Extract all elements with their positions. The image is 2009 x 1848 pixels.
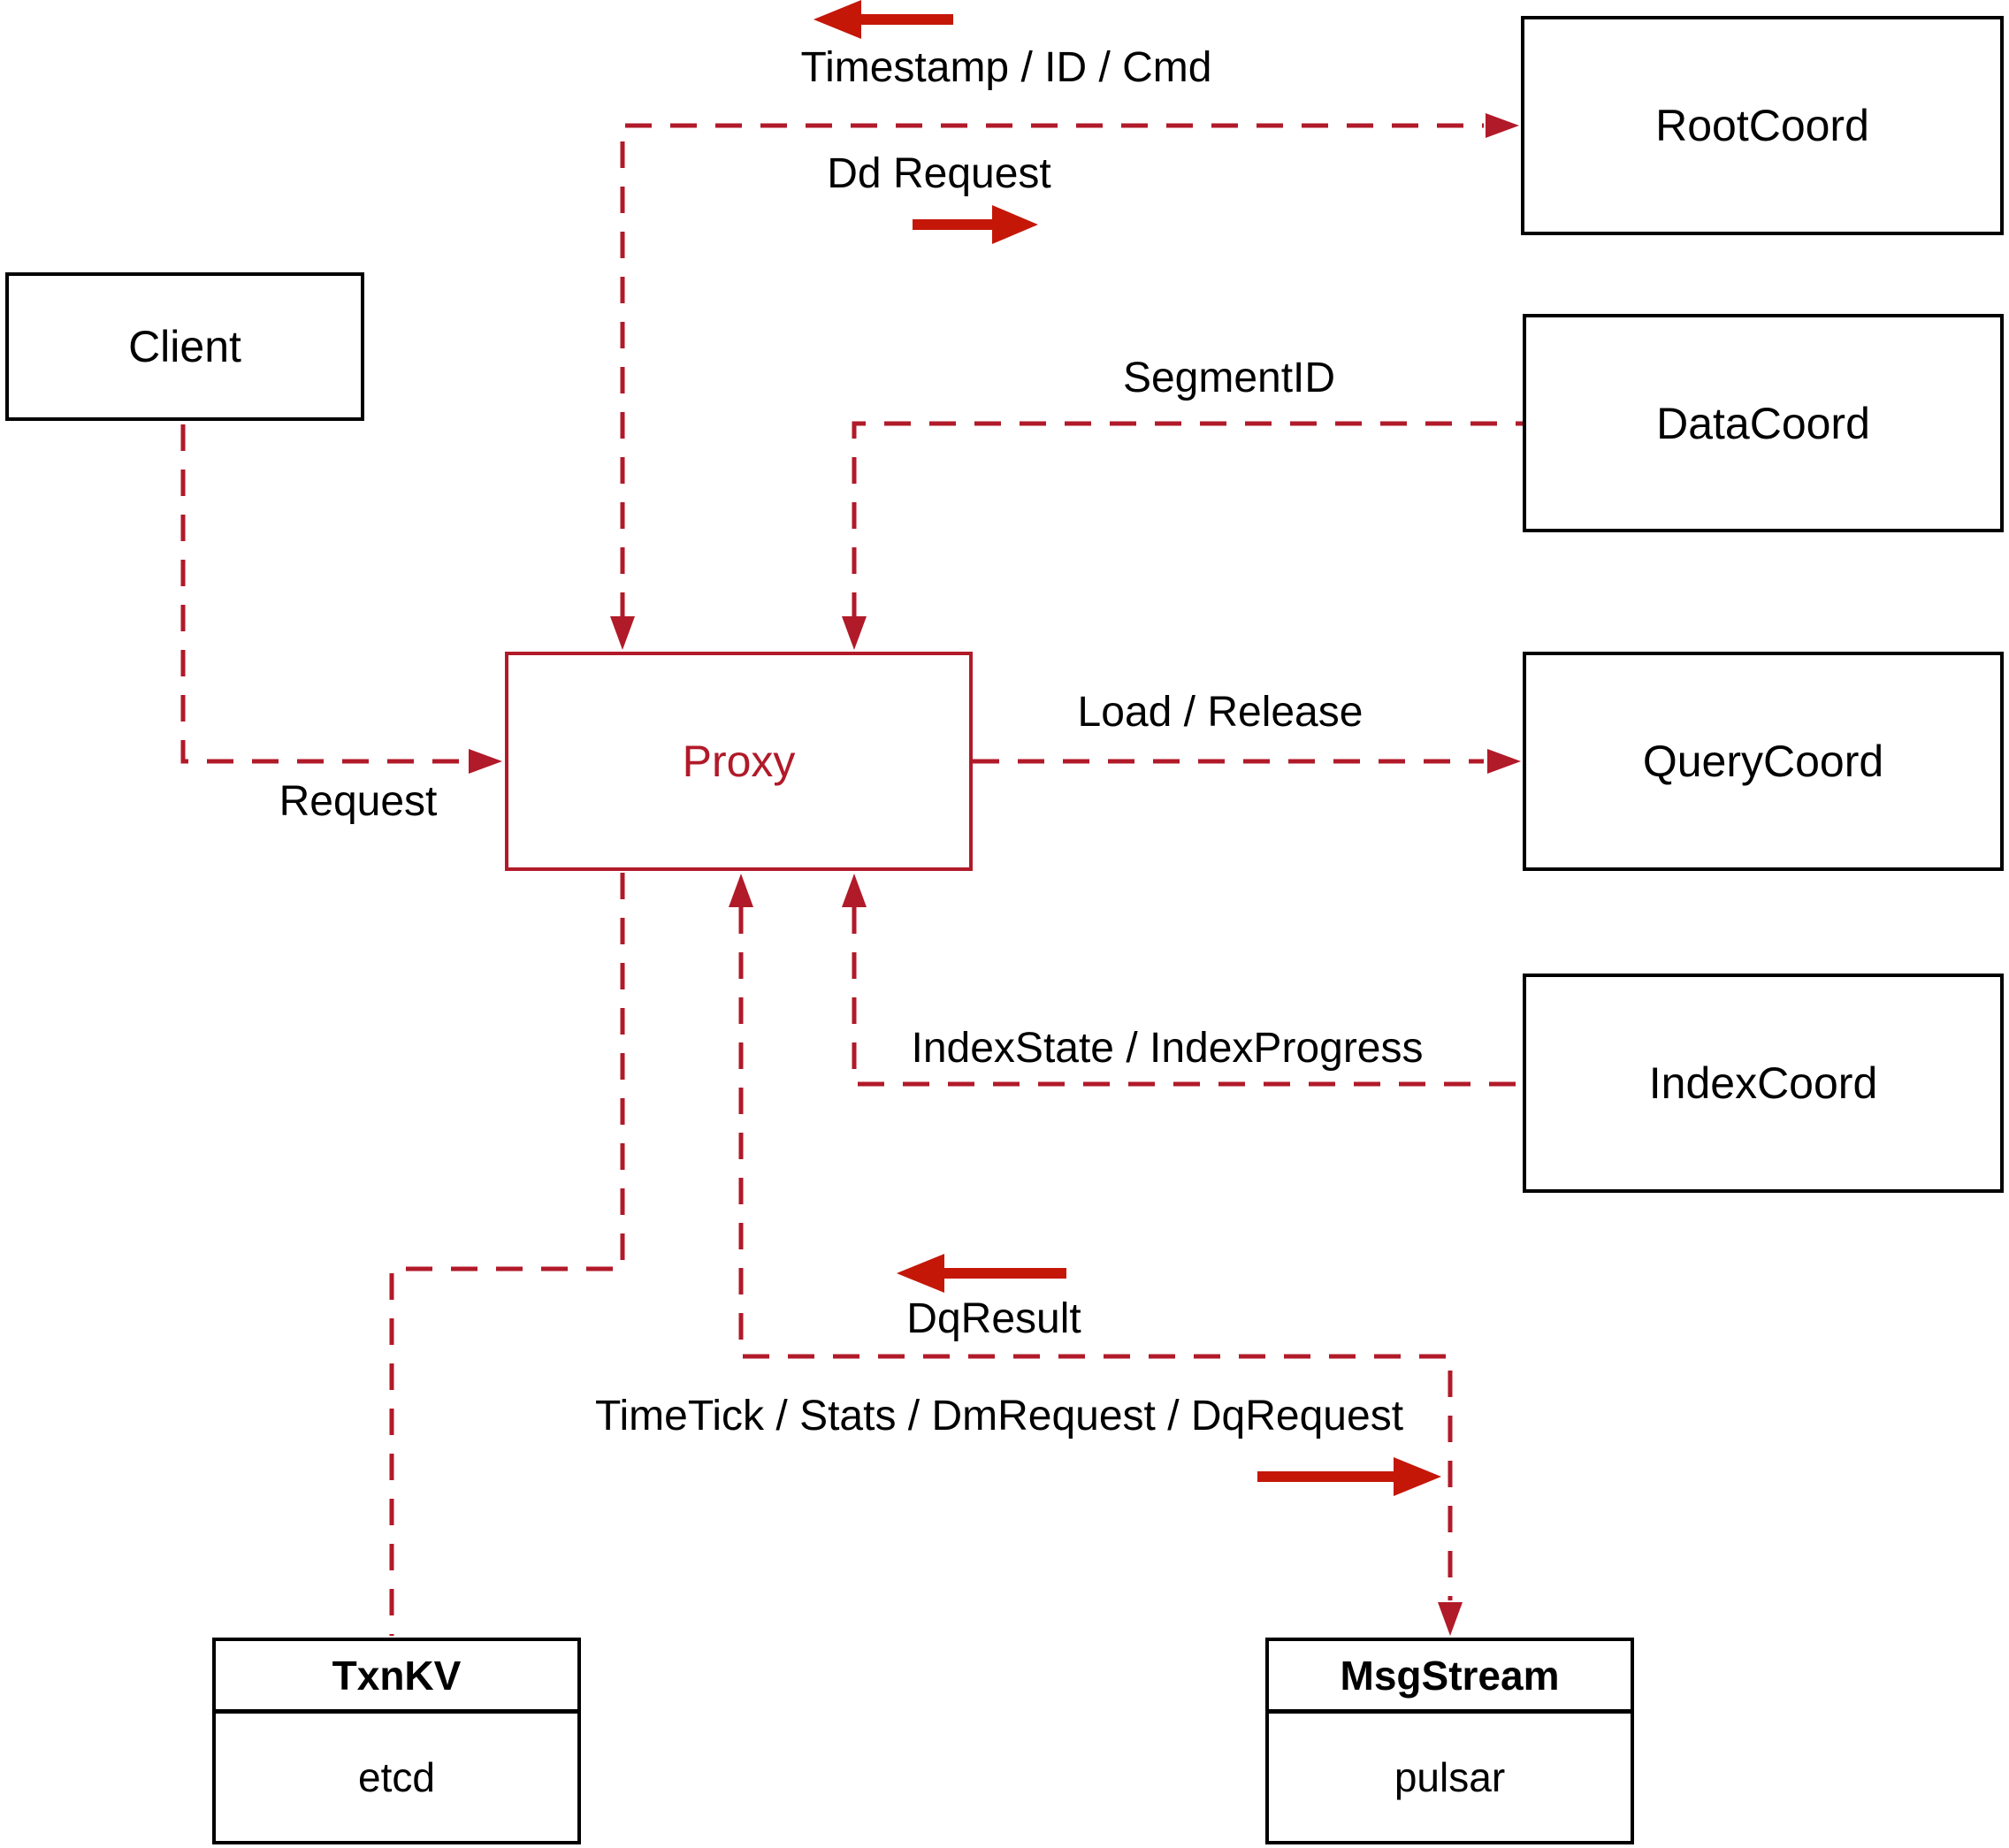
dq-result-direction-arrow-left xyxy=(897,1254,1066,1293)
proxy-node: Proxy xyxy=(505,652,973,871)
proxy-txnkv-connector xyxy=(389,873,625,1636)
timetick-direction-arrow-right xyxy=(1257,1457,1441,1496)
querycoord-node: QueryCoord xyxy=(1523,652,2004,871)
index-state-progress-edge-label: IndexState / IndexProgress xyxy=(911,1025,1424,1072)
querycoord-node-label: QueryCoord xyxy=(1642,737,1884,786)
dd-request-edge-label: Dd Request xyxy=(827,150,1051,197)
arrowhead-into-proxy-top-left xyxy=(610,616,635,650)
msgstream-node-title: MsgStream xyxy=(1269,1641,1631,1714)
datacoord-node-label: DataCoord xyxy=(1656,398,1870,448)
msgstream-node-impl: pulsar xyxy=(1394,1754,1506,1800)
timestamp-direction-arrow-left xyxy=(814,0,953,39)
arrowhead-into-querycoord xyxy=(1487,749,1521,774)
proxy-msgstream-connector xyxy=(738,907,1453,1600)
datacoord-proxy-connector xyxy=(852,421,1523,619)
arrowhead-into-proxy-bottom-right xyxy=(842,874,867,907)
timetick-stats-edge-label: TimeTick / Stats / DmRequest / DqRequest xyxy=(594,1393,1404,1439)
arrowhead-into-proxy-left xyxy=(469,749,502,774)
txnkv-node-impl: etcd xyxy=(358,1754,435,1800)
arrowhead-into-proxy-bottom-mid xyxy=(729,874,753,907)
indexcoord-node-label: IndexCoord xyxy=(1648,1058,1878,1108)
msgstream-node: MsgStream pulsar xyxy=(1265,1638,1634,1844)
proxy-rootcoord-connector xyxy=(620,123,1484,619)
arrowhead-into-msgstream xyxy=(1438,1602,1463,1636)
load-release-edge-label: Load / Release xyxy=(1077,689,1364,736)
arrowhead-into-proxy-top-right xyxy=(842,616,867,650)
rootcoord-node: RootCoord xyxy=(1521,16,2004,235)
txnkv-node-title: TxnKV xyxy=(216,1641,577,1714)
dq-result-edge-label: DqResult xyxy=(906,1295,1081,1342)
rootcoord-node-label: RootCoord xyxy=(1655,101,1869,150)
datacoord-node: DataCoord xyxy=(1523,314,2004,532)
proxy-node-label: Proxy xyxy=(682,737,796,786)
arrowhead-into-rootcoord xyxy=(1486,113,1519,138)
client-node-label: Client xyxy=(128,322,241,371)
txnkv-node: TxnKV etcd xyxy=(212,1638,581,1844)
client-proxy-connector xyxy=(180,424,467,764)
indexcoord-node: IndexCoord xyxy=(1523,974,2004,1193)
request-edge-label: Request xyxy=(279,778,438,825)
segment-id-edge-label: SegmentID xyxy=(1122,355,1336,401)
dd-request-direction-arrow-right xyxy=(913,205,1038,244)
indexcoord-proxy-connector xyxy=(852,907,1523,1087)
timestamp-id-cmd-edge-label: Timestamp / ID / Cmd xyxy=(800,44,1212,91)
client-node: Client xyxy=(5,272,364,421)
